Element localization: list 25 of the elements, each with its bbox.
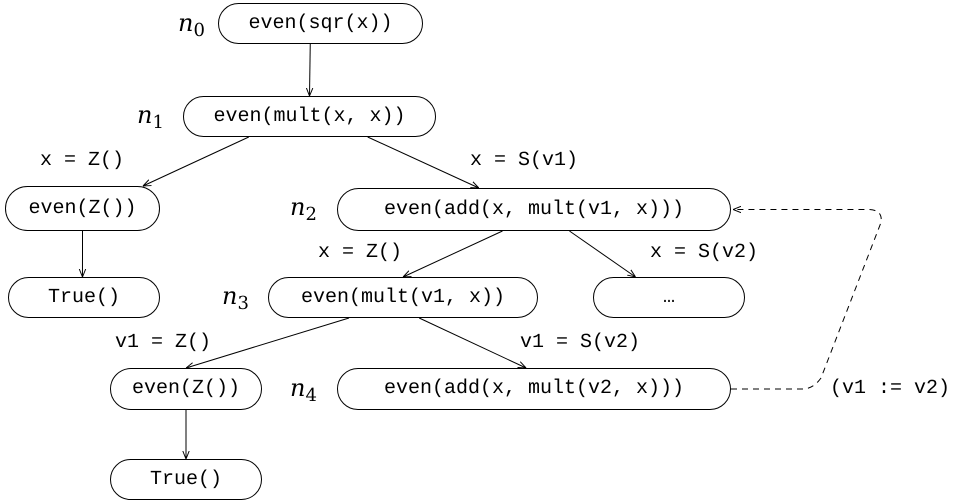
rounded-node: even(mult(v1, x))	[268, 277, 538, 318]
rounded-node: True()	[8, 277, 160, 318]
rounded-node: even(sqr(x))	[218, 3, 423, 44]
arrow	[568, 230, 636, 278]
rounded-node: even(mult(x, x))	[183, 96, 436, 137]
arrow	[306, 44, 314, 96]
rounded-node: even(add(x, mult(v1, x)))	[337, 188, 731, 231]
arrow	[186, 318, 350, 370]
arrow	[142, 136, 250, 186]
arrow	[418, 318, 527, 368]
node-label: n$_{2}$	[290, 192, 317, 222]
rounded-node: True()	[110, 459, 262, 500]
dashed-arrow	[730, 206, 882, 390]
node-label: n$_{1}$	[137, 100, 164, 130]
arrow	[78, 230, 86, 278]
node-label: n$_{3}$	[222, 281, 249, 311]
rounded-node: even(Z())	[5, 186, 160, 231]
rounded-node: even(add(x, mult(v2, x)))	[337, 368, 731, 410]
node-label: n$_{0}$	[178, 8, 205, 38]
arrow	[402, 230, 503, 278]
node-label: n$_{4}$	[290, 373, 317, 403]
arrow	[182, 410, 190, 460]
rounded-node: even(Z())	[110, 368, 262, 410]
arrow	[367, 136, 480, 188]
rounded-node: …	[593, 277, 745, 318]
